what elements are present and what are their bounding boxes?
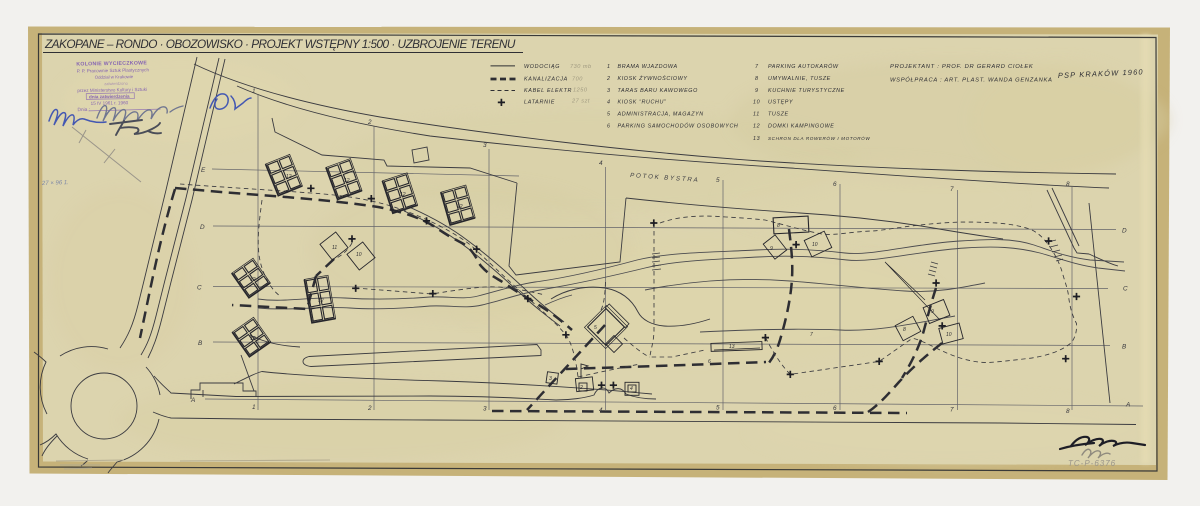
svg-text:C: C [1123, 286, 1128, 293]
svg-text:C: C [197, 285, 202, 292]
svg-text:8: 8 [755, 76, 759, 82]
svg-text:6: 6 [708, 359, 711, 365]
svg-text:3: 3 [607, 88, 611, 94]
svg-text:10: 10 [812, 242, 818, 248]
svg-text:D: D [1122, 228, 1127, 235]
svg-text:12: 12 [318, 298, 324, 304]
svg-text:Oddział w Krakowie: Oddział w Krakowie [95, 74, 134, 80]
svg-text:P. P. Pracownie Sztuk Plastycz: P. P. Pracownie Sztuk Plastycznych [77, 67, 150, 73]
svg-text:7: 7 [810, 332, 813, 338]
svg-text:1: 1 [252, 88, 256, 95]
svg-text:WODOCIĄG: WODOCIĄG [524, 64, 560, 70]
svg-text:POTOK BYSTRA: POTOK BYSTRA [630, 172, 700, 184]
svg-text:700: 700 [572, 77, 583, 83]
svg-text:9: 9 [755, 88, 759, 94]
svg-text:KANALIZACJA: KANALIZACJA [524, 77, 568, 83]
svg-text:5: 5 [716, 405, 720, 412]
svg-text:TUSZE: TUSZE [768, 112, 789, 118]
svg-text:5: 5 [607, 112, 611, 118]
svg-text:4: 4 [599, 160, 603, 167]
svg-text:7: 7 [755, 64, 759, 70]
svg-text:12: 12 [344, 178, 350, 184]
svg-text:B: B [198, 340, 203, 347]
svg-text:BRAMA WJAZDOWA: BRAMA WJAZDOWA [618, 64, 678, 70]
svg-text:przez Ministerstwo Kultury i S: przez Ministerstwo Kultury i Sztuki [77, 87, 147, 93]
svg-text:6: 6 [607, 124, 611, 130]
svg-text:27 szt: 27 szt [571, 99, 590, 105]
svg-text:12: 12 [457, 204, 463, 210]
svg-text:2: 2 [367, 119, 372, 126]
svg-text:3: 3 [483, 406, 487, 413]
svg-text:USTĘPY: USTĘPY [768, 100, 793, 106]
svg-text:8: 8 [1066, 181, 1070, 188]
svg-text:9: 9 [770, 246, 773, 252]
svg-text:dnia zatwierdzenia: dnia zatwierdzenia [89, 94, 130, 100]
svg-text:12: 12 [286, 174, 292, 180]
svg-text:10: 10 [946, 332, 952, 338]
svg-text:4: 4 [630, 386, 633, 392]
svg-text:3: 3 [549, 376, 552, 382]
svg-text:730 mb: 730 mb [570, 64, 592, 70]
svg-text:8: 8 [1066, 408, 1070, 415]
svg-text:7: 7 [950, 407, 954, 414]
svg-text:4: 4 [607, 100, 611, 106]
svg-text:UMYWALNIE, TUSZE: UMYWALNIE, TUSZE [768, 76, 831, 82]
svg-text:13: 13 [729, 344, 735, 350]
svg-text:1250: 1250 [573, 88, 588, 94]
svg-text:11: 11 [332, 245, 337, 251]
svg-text:1: 1 [607, 64, 611, 70]
svg-text:2: 2 [579, 385, 583, 391]
svg-text:KIOSK “RUCHU”: KIOSK “RUCHU” [618, 100, 667, 106]
svg-text:ZAKOPANE – RONDO · OBOZOWISKO: ZAKOPANE – RONDO · OBOZOWISKO · PROJEKT … [44, 37, 518, 51]
svg-text:27 × 96 1.: 27 × 96 1. [41, 180, 69, 187]
svg-text:ADMINISTRACJA, MAGAZYN: ADMINISTRACJA, MAGAZYN [617, 112, 704, 118]
svg-text:PROJEKTANT : PROF. DR GERARD C: PROJEKTANT : PROF. DR GERARD CIOŁEK [890, 64, 1034, 70]
svg-text:KUCHNIE TURYSTYCZNE: KUCHNIE TURYSTYCZNE [768, 88, 845, 94]
svg-text:PARKING AUTOKARÓW: PARKING AUTOKARÓW [768, 63, 839, 70]
svg-text:SCHRON DLA ROWERÓW I MOTORÓW: SCHRON DLA ROWERÓW I MOTORÓW [768, 135, 870, 141]
svg-text:8: 8 [903, 327, 906, 333]
svg-text:12: 12 [753, 124, 760, 130]
svg-text:12: 12 [250, 336, 256, 342]
svg-text:11: 11 [753, 112, 760, 118]
svg-text:13: 13 [753, 136, 760, 142]
svg-text:12: 12 [400, 192, 406, 198]
svg-text:Dnia :: Dnia : [77, 107, 90, 113]
svg-text:PSP KRAKÓW 1960: PSP KRAKÓW 1960 [1058, 67, 1144, 80]
svg-text:DOMKI KAMPINGOWE: DOMKI KAMPINGOWE [768, 124, 835, 130]
svg-text:2: 2 [367, 405, 372, 412]
svg-text:KABEL ELEKTR: KABEL ELEKTR [524, 88, 572, 94]
svg-text:3: 3 [483, 142, 487, 149]
svg-text:TARAS BARU KAWOWEGO: TARAS BARU KAWOWEGO [618, 88, 699, 94]
svg-text:KIOSK ŻYWNOŚCIOWY: KIOSK ŻYWNOŚCIOWY [618, 75, 688, 82]
svg-text:10: 10 [753, 100, 760, 106]
svg-text:LATARNIE: LATARNIE [524, 100, 555, 106]
svg-text:1: 1 [252, 404, 256, 411]
svg-text:TC-P-6376: TC-P-6376 [1068, 459, 1116, 468]
svg-text:5: 5 [716, 177, 720, 184]
svg-text:B: B [1122, 344, 1127, 351]
svg-text:2: 2 [606, 76, 611, 82]
svg-text:E: E [201, 167, 206, 174]
svg-text:A: A [1125, 402, 1130, 409]
svg-text:WSPÓŁPRACA : ART. PLAST. WANDA: WSPÓŁPRACA : ART. PLAST. WANDA GENŻANKA [890, 77, 1053, 84]
svg-text:8: 8 [777, 223, 780, 229]
svg-text:5: 5 [594, 325, 597, 331]
svg-text:6: 6 [833, 405, 837, 412]
svg-text:15 IV 1961 r. 1960: 15 IV 1961 r. 1960 [91, 100, 129, 106]
svg-text:PARKING SAMOCHODÓW OSOBOWYCH: PARKING SAMOCHODÓW OSOBOWYCH [618, 123, 739, 130]
svg-text:6: 6 [833, 181, 837, 188]
svg-text:A: A [190, 397, 195, 404]
svg-text:12: 12 [250, 277, 256, 283]
svg-text:KOLONIE WYCIECZKOWE: KOLONIE WYCIECZKOWE [76, 60, 147, 67]
svg-text:9: 9 [931, 309, 934, 315]
svg-text:7: 7 [950, 186, 954, 193]
svg-text:D: D [200, 224, 205, 231]
svg-text:4: 4 [599, 407, 603, 414]
svg-text:10: 10 [356, 252, 362, 258]
svg-text:zatwierdzono: zatwierdzono [104, 81, 128, 86]
